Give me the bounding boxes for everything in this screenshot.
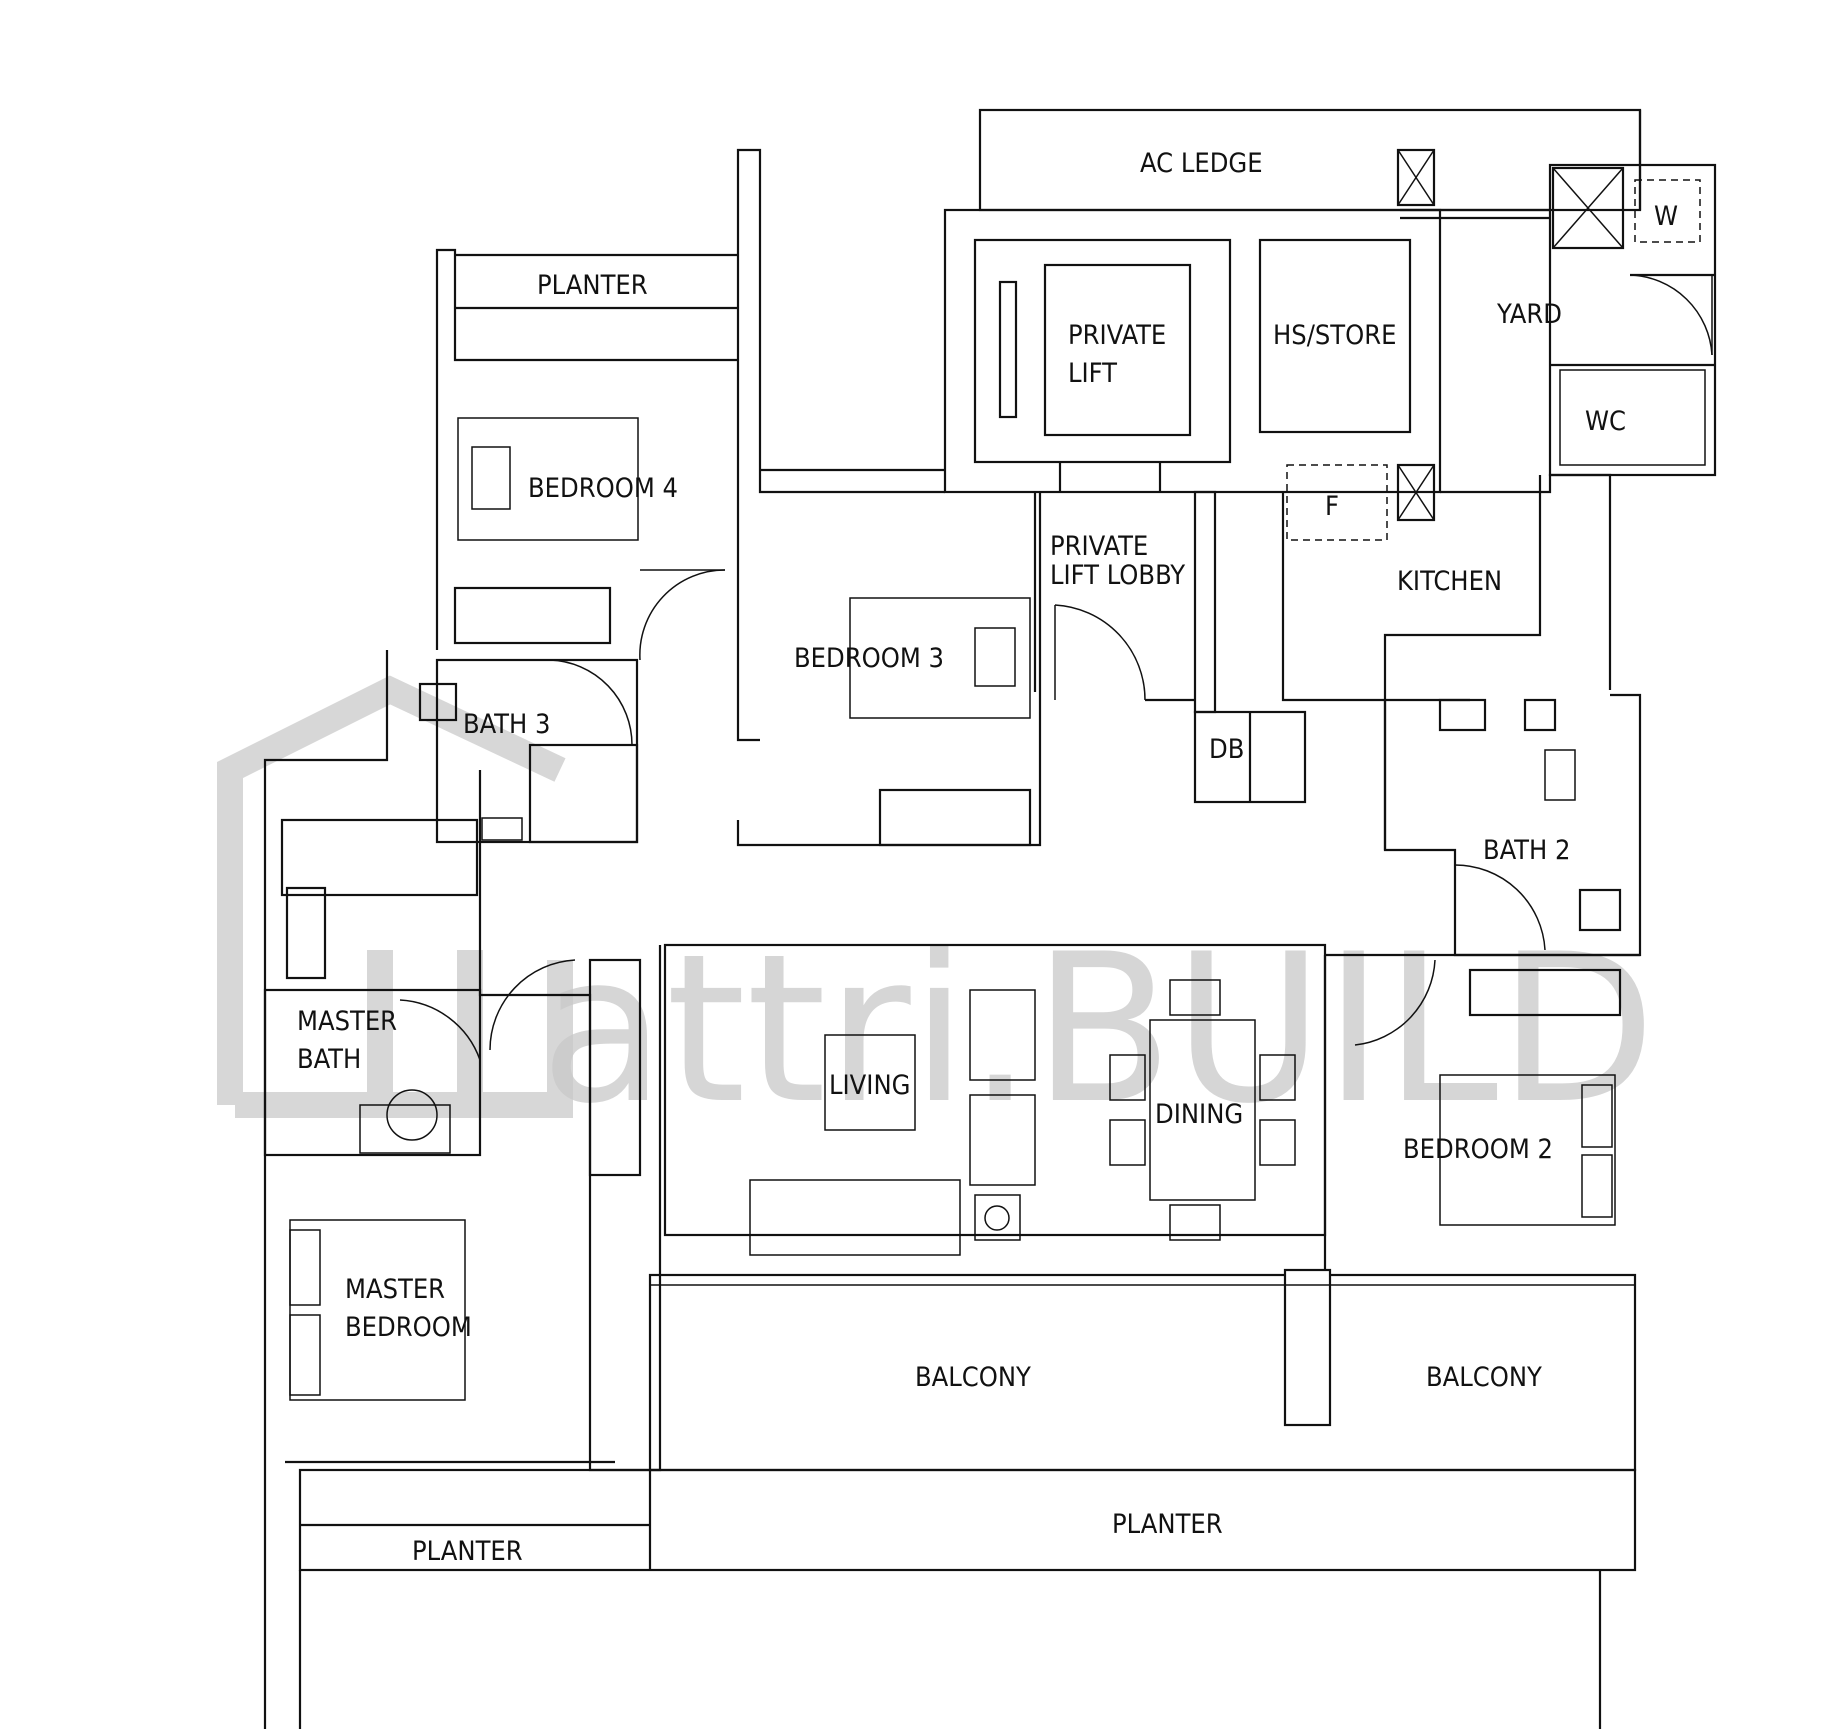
watermark: attri.BUILD [217,675,1656,1149]
private-lift-label-line2: LIFT [1068,358,1117,389]
bedroom-3-label: BEDROOM 3 [794,643,944,674]
bedroom-4-label: BEDROOM 4 [528,473,678,504]
fridge-label: F [1325,491,1339,522]
private-lift-label-line1: PRIVATE [1068,320,1166,351]
wc-label: WC [1585,406,1626,437]
bath-3-label: BATH 3 [463,709,550,740]
bedroom-2-label: BEDROOM 2 [1403,1134,1553,1165]
master-bedroom-label-line2: BEDROOM [345,1312,472,1343]
balcony-right-label: BALCONY [1426,1362,1542,1393]
washer-label: W [1654,201,1678,232]
watermark-text: attri.BUILD [540,911,1656,1149]
bath-2-label: BATH 2 [1483,835,1570,866]
balcony-left-label: BALCONY [915,1362,1031,1393]
ac-ledge-label: AC LEDGE [1140,148,1263,179]
kitchen-label: KITCHEN [1397,566,1502,597]
living-label: LIVING [829,1070,910,1101]
master-bedroom-label-line1: MASTER [345,1274,445,1305]
planter-top-label: PLANTER [537,270,648,301]
planter-bottom-label: PLANTER [1112,1509,1223,1540]
master-bath-label-line1: MASTER [297,1006,397,1037]
dining-label: DINING [1155,1099,1243,1130]
watermark-house-icon [217,675,573,1118]
private-lift-lobby-label-line2: LIFT LOBBY [1050,560,1185,591]
private-lift-lobby-label-line1: PRIVATE [1050,531,1148,562]
room-labels: AC LEDGE PLANTER PRIVATE LIFT HS/STORE W… [297,148,1678,1567]
db-label: DB [1209,734,1244,765]
walls [263,108,1717,1729]
planter-bottom-left-label: PLANTER [412,1536,523,1567]
master-bath-label-line2: BATH [297,1044,361,1075]
yard-label: YARD [1496,299,1562,330]
hs-store-label: HS/STORE [1273,320,1396,351]
